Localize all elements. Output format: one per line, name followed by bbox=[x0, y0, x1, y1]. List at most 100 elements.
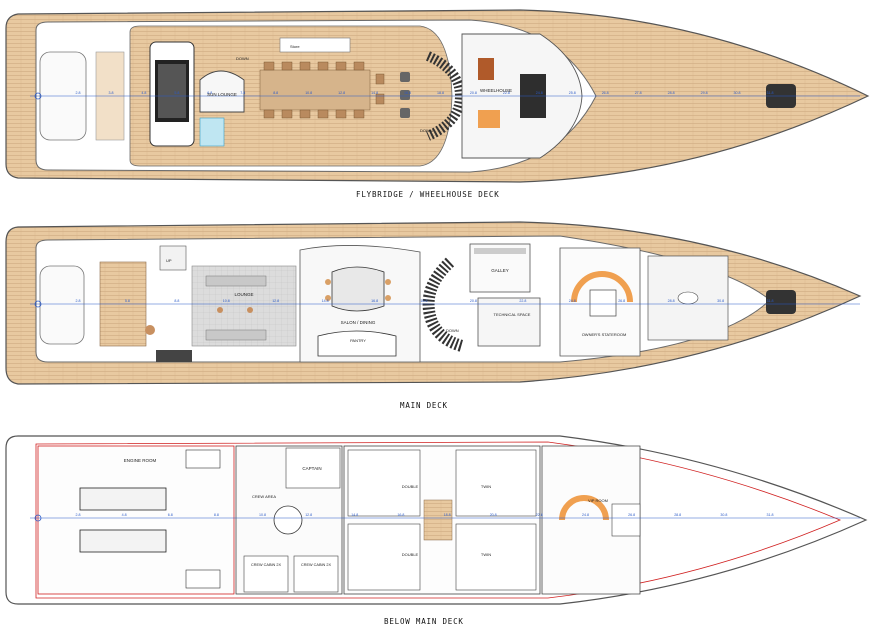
lounge-sofa bbox=[205, 275, 267, 287]
galley-label: GALLEY bbox=[491, 268, 509, 273]
twin-label-port: TWIN bbox=[481, 484, 491, 489]
frame-number: 24.8 bbox=[569, 299, 576, 303]
crew-mess-table bbox=[273, 505, 303, 535]
technical-space-room bbox=[477, 297, 541, 347]
salon-dining-label: SALON / DINING bbox=[341, 320, 376, 325]
wheelhouse-label: WHEELHOUSE bbox=[480, 88, 512, 93]
frame-number: 22.8 bbox=[519, 299, 526, 303]
frame-number: 2.8 bbox=[76, 91, 81, 95]
flybridge-store bbox=[279, 37, 351, 53]
frame-number: 4.8 bbox=[122, 513, 127, 517]
main-up-label: UP bbox=[166, 258, 172, 263]
sun-lounge-seating bbox=[199, 70, 245, 113]
frame-number: 31.8 bbox=[767, 513, 774, 517]
frame-number: 30.8 bbox=[717, 299, 724, 303]
frame-number: 14.8 bbox=[371, 91, 378, 95]
frame-number: 16.8 bbox=[397, 513, 404, 517]
flybridge-down-label-2: DOWN bbox=[420, 128, 433, 133]
frame-number: 25.8 bbox=[569, 91, 576, 95]
frame-number: 27.8 bbox=[635, 91, 642, 95]
salon-sofa-u bbox=[317, 330, 397, 357]
frame-number: 28.8 bbox=[674, 513, 681, 517]
crew-area-label: CREW AREA bbox=[252, 494, 276, 499]
frame-number: 14.8 bbox=[351, 513, 358, 517]
flybridge-deck-caption: FLYBRIDGE / WHEELHOUSE DECK bbox=[356, 190, 500, 199]
main-up-stair bbox=[159, 245, 187, 271]
frame-number: 28.8 bbox=[668, 91, 675, 95]
technical-space-label: TECHNICAL SPACE bbox=[494, 312, 531, 317]
frame-number: 31.8 bbox=[767, 91, 774, 95]
frame-number: 24.8 bbox=[536, 91, 543, 95]
frame-number: 2.8 bbox=[76, 299, 81, 303]
frame-number: 18.8 bbox=[421, 299, 428, 303]
port-engine bbox=[79, 487, 167, 511]
below-main-deck-caption: BELOW MAIN DECK bbox=[384, 617, 464, 626]
frame-number: 10.8 bbox=[223, 299, 230, 303]
main-spiral-stair bbox=[422, 257, 464, 352]
frame-number: 20.8 bbox=[490, 513, 497, 517]
frame-number: 12.8 bbox=[338, 91, 345, 95]
frame-number: 18.8 bbox=[444, 513, 451, 517]
pantry-label: PANTRY bbox=[350, 338, 366, 343]
crew-cabin-1 bbox=[243, 555, 289, 593]
double-label-port: DOUBLE bbox=[402, 484, 419, 489]
owners-bed bbox=[589, 289, 617, 317]
frame-number: 7.8 bbox=[240, 91, 245, 95]
frame-number: 26.8 bbox=[628, 513, 635, 517]
crew-cabin-2 bbox=[293, 555, 339, 593]
frame-number: 22.8 bbox=[503, 91, 510, 95]
flybridge-helm-chairs bbox=[400, 72, 410, 118]
frame-number: 8.8 bbox=[174, 299, 179, 303]
frame-number: 8.8 bbox=[214, 513, 219, 517]
frame-number: 31.8 bbox=[767, 299, 774, 303]
twin-cabin-port bbox=[455, 449, 537, 517]
vip-room-label: VIP ROOM bbox=[588, 498, 608, 503]
main-anchor-windlass bbox=[766, 290, 796, 314]
frame-number: 26.8 bbox=[618, 299, 625, 303]
engine-room-label: ENGINE ROOM bbox=[124, 458, 157, 463]
frame-number: 12.8 bbox=[305, 513, 312, 517]
frame-number: 14.8 bbox=[322, 299, 329, 303]
vip-room bbox=[541, 445, 641, 595]
engine-room bbox=[37, 445, 235, 595]
frame-number: 16.8 bbox=[371, 299, 378, 303]
frame-number: 30.8 bbox=[720, 513, 727, 517]
salon-dining-table bbox=[331, 266, 385, 312]
frame-number: 4.8 bbox=[141, 91, 146, 95]
starboard-engine bbox=[79, 529, 167, 553]
main-down-label: DOWN bbox=[446, 328, 459, 333]
frame-number: 18.8 bbox=[437, 91, 444, 95]
owners-stateroom-label: OWNER'S STATEROOM bbox=[582, 332, 627, 337]
sun-lounge-label: SUN LOUNGE bbox=[207, 92, 237, 97]
crew-cabin-label-2: CREW CABIN 2X bbox=[301, 563, 331, 567]
frame-number: 12.8 bbox=[272, 299, 279, 303]
captain-label: CAPTAIN bbox=[302, 466, 321, 471]
frame-number: 24.8 bbox=[582, 513, 589, 517]
frame-number: 6.8 bbox=[168, 513, 173, 517]
main-aft-swim bbox=[39, 265, 85, 345]
double-cabin-starboard bbox=[347, 523, 421, 591]
main-deck-caption: MAIN DECK bbox=[400, 401, 448, 410]
flybridge-down-label-1: DOWN bbox=[236, 56, 249, 61]
flybridge-dining-set bbox=[259, 61, 385, 119]
frame-number: 5.8 bbox=[174, 91, 179, 95]
twin-cabin-starboard bbox=[455, 523, 537, 591]
frame-number: 26.8 bbox=[602, 91, 609, 95]
frame-number: 30.8 bbox=[734, 91, 741, 95]
frame-number: 5.8 bbox=[125, 299, 130, 303]
frame-number: 28.8 bbox=[668, 299, 675, 303]
flybridge-bar-tile bbox=[199, 117, 225, 147]
lounge-label: LOUNGE bbox=[234, 292, 253, 297]
frame-number: 8.8 bbox=[273, 91, 278, 95]
captain-cabin bbox=[285, 447, 341, 489]
owners-bed-arc bbox=[571, 271, 633, 303]
frame-number: 10.8 bbox=[305, 91, 312, 95]
double-label-starboard: DOUBLE bbox=[402, 552, 419, 557]
